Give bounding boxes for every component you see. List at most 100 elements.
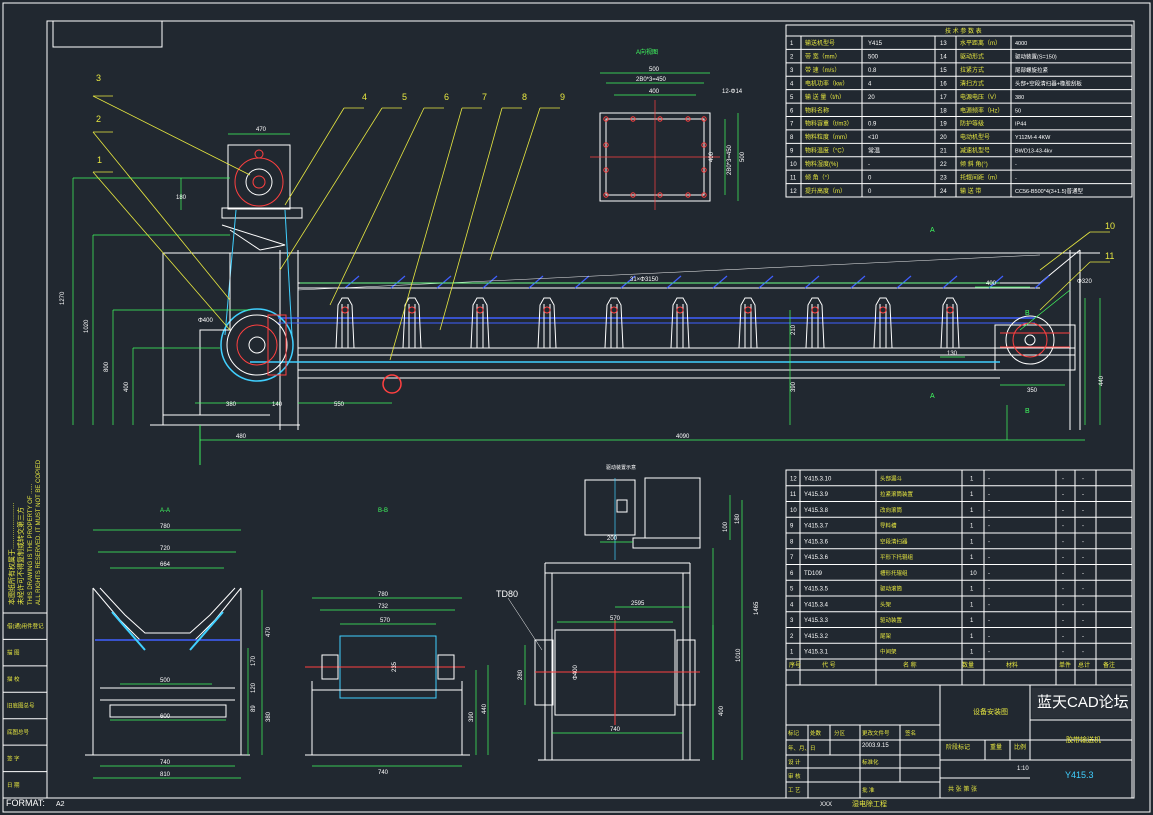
spec-no: 10 (790, 162, 797, 168)
aa-170: 170 (251, 655, 257, 666)
bb-235: 235 (392, 661, 398, 672)
spec-param: 电源频率（Hz） (960, 106, 1003, 114)
drive-dia: Φ400 (573, 665, 579, 680)
bolt-hole (701, 142, 707, 148)
bb-390: 390 (469, 711, 475, 722)
sec-b-bot: B (1025, 408, 1030, 415)
bom-code: Y415.3.9 (804, 492, 829, 498)
title-block-cell: 签名 (905, 729, 916, 737)
chute-tick (988, 275, 1004, 289)
drive-570: 570 (610, 616, 621, 622)
spec-param: 清扫方式 (960, 79, 984, 87)
drive-200: 200 (607, 536, 618, 542)
drive-100: 100 (723, 521, 729, 532)
callout: 1 (92, 155, 231, 331)
spec-no: 1 (790, 41, 794, 47)
left-strip-cell: 日 期 (7, 782, 20, 789)
bom-no: 5 (790, 587, 794, 593)
bom-name: 驱动滚筒 (880, 585, 903, 593)
stage-label: 阶段标记 (946, 743, 970, 751)
left-strip-cell: 描 校 (7, 675, 20, 683)
dim-pitch: 31×Φ3150 (630, 277, 659, 283)
bb-440: 440 (482, 703, 488, 714)
chute-tick (850, 275, 866, 289)
spec-no: 23 (940, 175, 947, 181)
callout-number: 9 (560, 92, 565, 102)
aa-780: 780 (160, 524, 171, 530)
bom-total: - (1082, 524, 1084, 530)
left-strip-cell: 描 图 (7, 649, 20, 657)
spec-param: 拉紧方式 (960, 66, 984, 74)
bom-material: - (988, 618, 990, 624)
dim-320: Φ320 (1077, 279, 1092, 285)
title-block-cell: 审 核 (788, 772, 801, 780)
chute-tick (804, 275, 820, 289)
bom-qty: 1 (970, 650, 974, 656)
bom-no: 1 (790, 650, 794, 656)
bom-header: 单件 (1059, 661, 1071, 669)
aa-89: 89 (251, 705, 257, 712)
bom-total: - (1082, 508, 1084, 514)
dim-390: 390 (791, 381, 797, 392)
dim-800: 800 (104, 361, 110, 372)
bom-qty: 1 (970, 508, 974, 514)
spec-param: 水平距离（m） (960, 39, 1001, 47)
bom-total: - (1082, 650, 1084, 656)
idler (602, 297, 626, 349)
title-block-cell: 批 准 (862, 786, 875, 794)
aa-664: 664 (160, 562, 171, 568)
spec-param: 电机功率（kw） (805, 79, 848, 87)
dim-1020: 1020 (84, 319, 90, 333)
bom-qty: 1 (970, 587, 974, 593)
bom-header: 序号 (789, 661, 801, 669)
chute-tick (436, 275, 452, 289)
bom-code: Y415.3.1 (804, 650, 829, 656)
bom-name: 改向滚筒 (880, 506, 903, 514)
bolt-hole (685, 116, 691, 122)
drawing-name: 胶带输送机 (1066, 735, 1101, 744)
dim-470: 470 (256, 127, 267, 133)
bom-header: 数量 (962, 661, 974, 669)
spec-param: 输 送 量（t/h） (805, 93, 845, 101)
bb-570: 570 (380, 618, 391, 624)
aa-500: 500 (160, 678, 171, 684)
bom-material: - (988, 602, 990, 608)
bolt-hole (603, 116, 609, 122)
bom-material: - (988, 476, 990, 482)
bom-no: 7 (790, 555, 794, 561)
idler (468, 297, 492, 349)
bom-total: - (1082, 634, 1084, 640)
callout: 2 (92, 114, 231, 301)
callout: 8 (439, 92, 527, 331)
bom-name: 空段清扫器 (880, 537, 908, 545)
bom-qty: 1 (970, 555, 974, 561)
spec-no: 18 (940, 108, 947, 114)
spec-no: 4 (790, 81, 794, 87)
spec-value: 0.9 (868, 122, 877, 128)
bom-unit: - (1062, 476, 1064, 482)
spec-no: 7 (790, 122, 794, 128)
view-a: A向视图 500 2B0*3=450 400 12-Φ14 400 2B0*3=… (590, 48, 746, 210)
drive-400: 400 (719, 705, 725, 716)
spec-table-title: 技 术 参 数 表 (945, 27, 982, 35)
bom-qty: 10 (970, 571, 977, 577)
bom-name: 平形下托辊组 (880, 553, 914, 561)
title-block-cell: 设 计 (788, 758, 801, 766)
spec-param: 带 宽（mm） (805, 53, 841, 61)
bolt-hole (657, 116, 663, 122)
bom-unit: - (1062, 492, 1064, 498)
dim-480: 480 (236, 434, 247, 440)
spec-value: 常温 (868, 147, 880, 155)
view-a-title: A向视图 (636, 48, 658, 56)
spec-value: <10 (868, 135, 879, 141)
spec-value: Y112M-4 4KW (1015, 135, 1051, 141)
